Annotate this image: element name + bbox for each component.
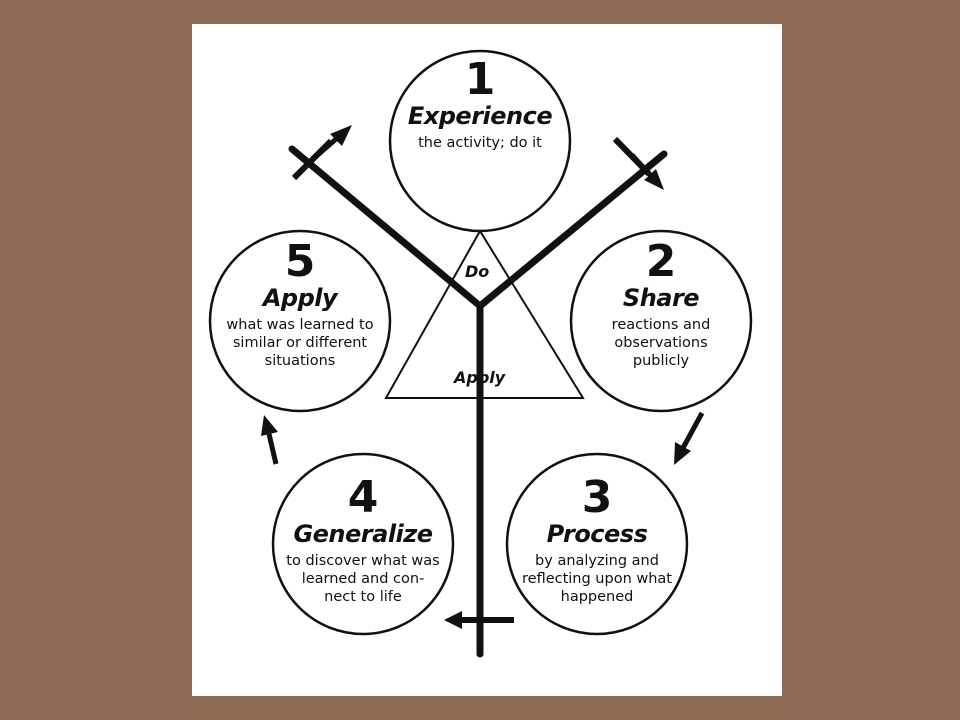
stage-5: 5 Apply what was learned to similar or d… xyxy=(210,240,390,370)
stage-5-description: what was learned to similar or different… xyxy=(210,316,390,370)
triangle-do-label: Do xyxy=(465,262,490,281)
stage-1-number: 1 xyxy=(464,54,496,105)
arrow-4-to-5-shaft xyxy=(266,433,279,465)
bottom-arrowhead xyxy=(444,611,462,629)
stage-2-description: reactions and observations publicly xyxy=(576,316,746,370)
stage-2-number: 2 xyxy=(645,236,677,287)
stage-5-desc-line: situations xyxy=(264,353,336,369)
stage-4-description: to discover what was learned and con- ne… xyxy=(273,552,453,606)
stage-1: 1 Experience the activity; do it xyxy=(395,58,565,152)
arrow-4-to-5-head xyxy=(261,415,278,436)
stage-2-desc-line: observations xyxy=(614,335,708,351)
stage-4: 4 Generalize to discover what was learne… xyxy=(273,476,453,606)
stage-3-desc-line: reflecting upon what xyxy=(522,571,672,587)
stage-5-circle xyxy=(208,229,392,413)
stage-1-description: the activity; do it xyxy=(395,134,565,152)
do-apply-triangle xyxy=(384,229,585,399)
stage-2-desc-line: reactions and xyxy=(611,317,711,333)
stage-4-desc-line: nect to life xyxy=(324,589,402,605)
right-arm-arrowhead xyxy=(644,169,664,190)
stage-4-circle xyxy=(271,452,455,636)
stage-2: 2 Share reactions and observations publi… xyxy=(576,240,746,370)
stage-4-desc-line: to discover what was xyxy=(286,553,440,569)
stage-4-title: Generalize xyxy=(293,520,433,548)
stage-5-number: 5 xyxy=(284,236,316,287)
left-arm-arrowhead xyxy=(330,125,352,146)
stage-5-desc-line: what was learned to xyxy=(226,317,374,333)
experiential-learning-cycle-diagram xyxy=(208,49,753,658)
stage-5-title: Apply xyxy=(262,284,338,312)
stage-3: 3 Process by analyzing and reflecting up… xyxy=(507,476,687,606)
stage-3-description: by analyzing and reflecting upon what ha… xyxy=(507,552,687,606)
y-right-arm xyxy=(476,150,668,310)
stage-3-title: Process xyxy=(546,520,648,548)
stage-3-number: 3 xyxy=(581,472,613,523)
arrow-2-to-3-head xyxy=(674,442,691,465)
stage-5-desc-line: similar or different xyxy=(232,335,368,351)
stage-3-desc-line: by analyzing and xyxy=(535,553,659,569)
stage-4-number: 4 xyxy=(347,472,379,523)
stage-3-circle xyxy=(505,452,689,636)
stage-1-desc-line: the activity; do it xyxy=(418,135,542,151)
stage-2-desc-line: publicly xyxy=(632,353,690,369)
diagram-panel: Do Apply 1 Experience the activity; do i… xyxy=(192,24,782,696)
stage-3-desc-line: happened xyxy=(560,589,634,605)
y-left-arm xyxy=(288,145,484,310)
arrow-2-to-3-shaft xyxy=(680,411,705,450)
stage-2-circle xyxy=(569,229,753,413)
triangle-apply-label: Apply xyxy=(454,368,506,387)
stage-4-desc-line: learned and con- xyxy=(301,571,425,587)
stage-2-title: Share xyxy=(622,284,700,312)
stage-1-title: Experience xyxy=(407,102,553,130)
